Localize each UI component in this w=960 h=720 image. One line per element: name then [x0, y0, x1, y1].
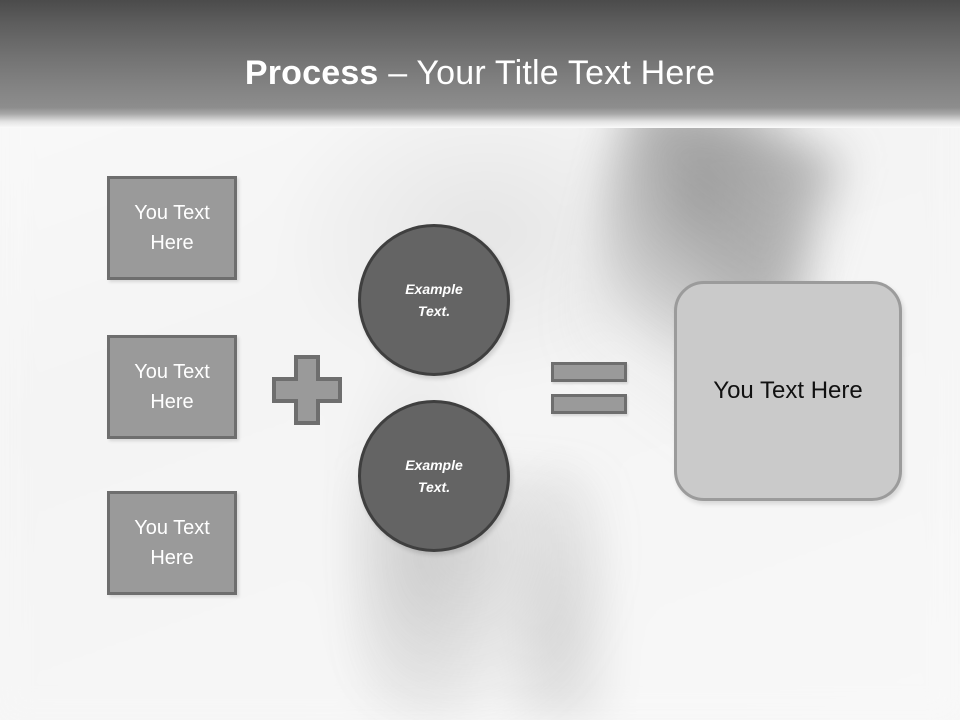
slide-title-separator: –: [378, 54, 417, 92]
process-circle-2-label: Example Text.: [405, 457, 463, 495]
plus-icon: [272, 355, 342, 425]
process-circle-1-label: Example Text.: [405, 281, 463, 319]
input-box-2-label: You Text Here: [134, 361, 210, 413]
input-box-3[interactable]: You Text Here: [107, 491, 237, 595]
input-box-2[interactable]: You Text Here: [107, 335, 237, 439]
slide-title-regular: Your Title Text Here: [416, 54, 716, 92]
input-box-1[interactable]: You Text Here: [107, 176, 237, 280]
result-box-label: You Text Here: [713, 377, 863, 404]
result-box[interactable]: You Text Here: [674, 281, 902, 501]
input-box-1-label: You Text Here: [134, 202, 210, 254]
title-banner: [0, 0, 960, 128]
process-circle-1[interactable]: Example Text.: [358, 224, 510, 376]
slide-title: Process – Your Title Text Here: [0, 52, 960, 94]
input-box-3-label: You Text Here: [134, 517, 210, 569]
process-circle-2[interactable]: Example Text.: [358, 400, 510, 552]
equals-icon-bar-bottom: [551, 394, 627, 414]
equals-icon: [551, 362, 627, 414]
slide-title-bold: Process: [244, 54, 379, 92]
equals-icon-bar-top: [551, 362, 627, 382]
